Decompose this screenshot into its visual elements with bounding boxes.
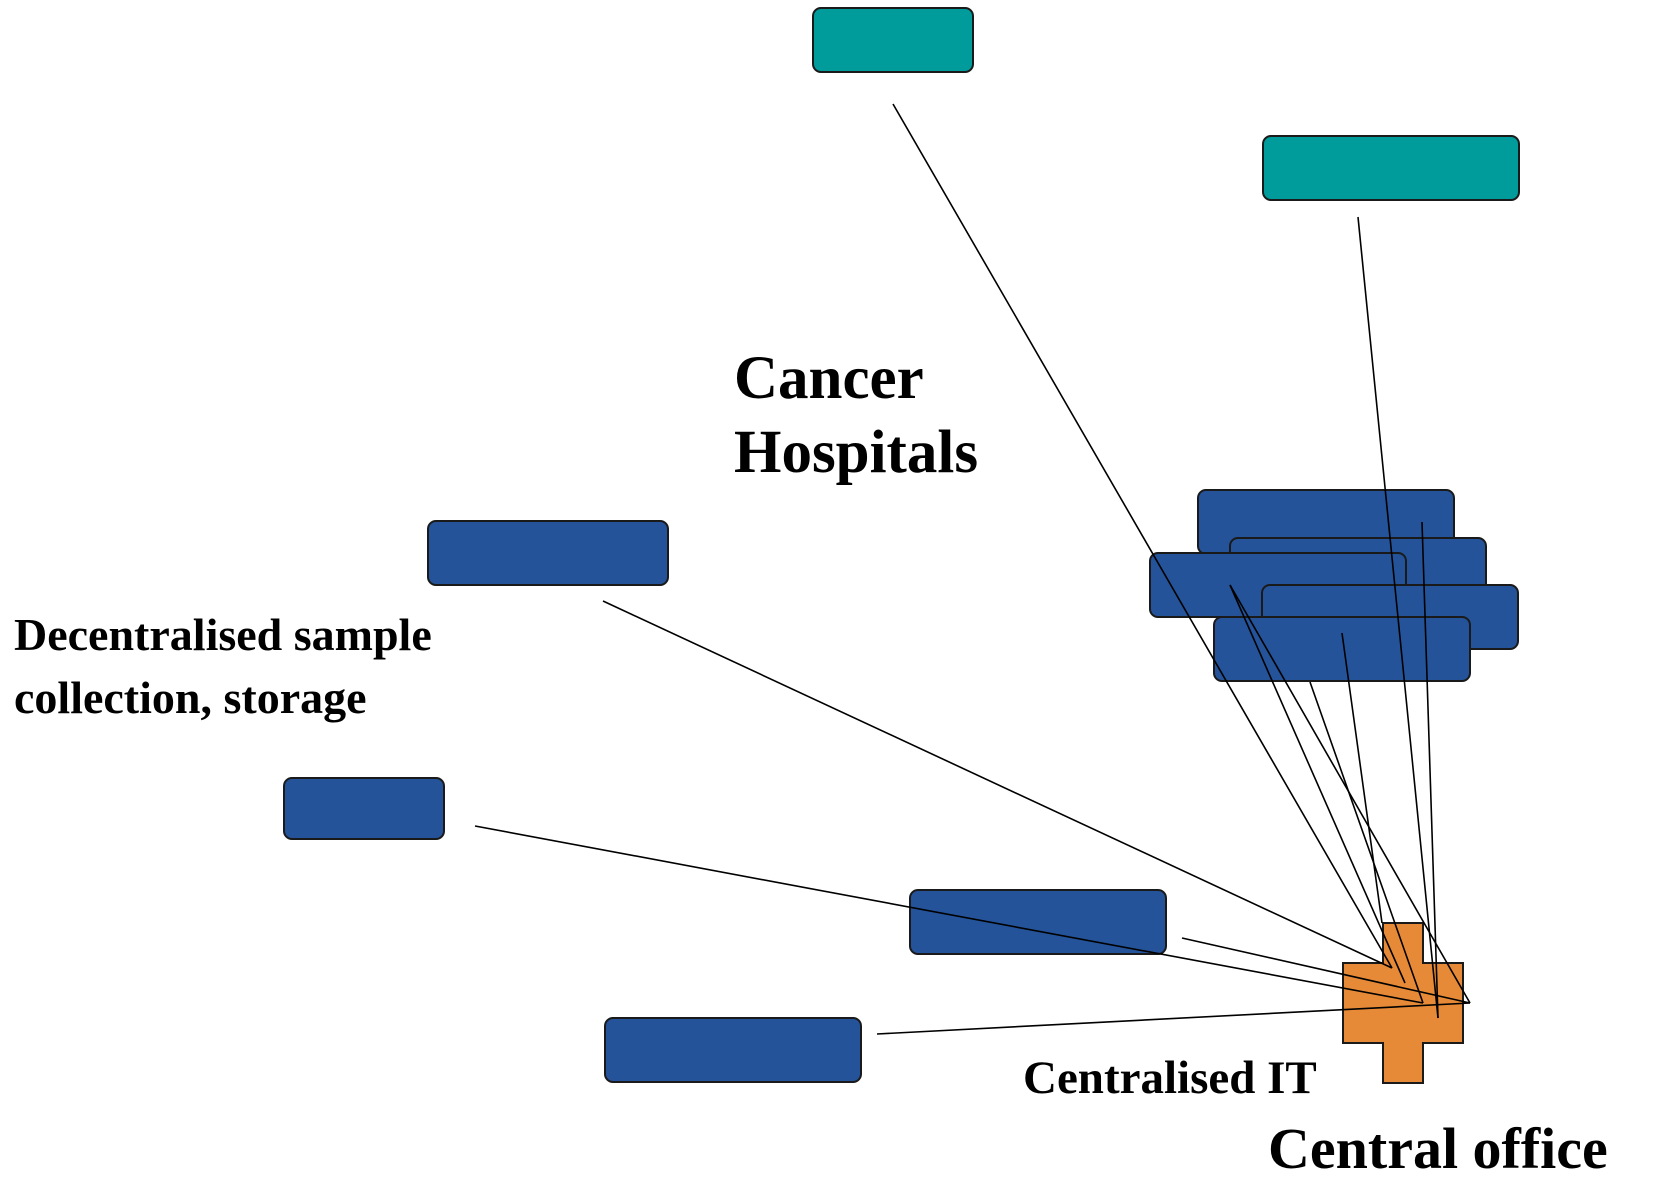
decentralised-line-2: collection, storage bbox=[14, 672, 367, 723]
connector-hospital-2 bbox=[1229, 584, 1406, 984]
site-box-1 bbox=[427, 520, 669, 586]
cancer-hospitals-line-2: Hospitals bbox=[734, 419, 979, 486]
hospital-box-5 bbox=[1213, 616, 1471, 682]
connector-hospital-4 bbox=[1341, 632, 1383, 924]
connector-hospital-3 bbox=[1309, 681, 1424, 1004]
connector-hospital-5 bbox=[1229, 584, 1471, 1004]
teal-box-1 bbox=[812, 7, 974, 73]
connector-site-3 bbox=[1181, 937, 1471, 1004]
decentralised-line-1: Decentralised sample bbox=[14, 609, 432, 660]
connector-teal-2 bbox=[1357, 216, 1439, 1019]
cancer-hospitals-line-1: Cancer bbox=[734, 345, 924, 412]
site-box-2 bbox=[283, 777, 445, 840]
site-box-4 bbox=[604, 1017, 862, 1083]
connector-teal-1 bbox=[892, 103, 1393, 969]
connector-hospital-1 bbox=[1421, 521, 1439, 1019]
connector-site-2 bbox=[474, 825, 1424, 1004]
central-office-label: Central office bbox=[1268, 1116, 1608, 1181]
site-box-3 bbox=[909, 889, 1167, 955]
centralised-it-label: Centralised IT bbox=[1023, 1052, 1317, 1104]
teal-box-2 bbox=[1262, 135, 1520, 201]
cancer-hospitals-label: Cancer Hospitals bbox=[734, 342, 978, 490]
decentralised-label: Decentralised sample collection, storage bbox=[14, 603, 432, 729]
connector-site-4 bbox=[876, 1002, 1471, 1035]
connector-site-1 bbox=[602, 600, 1393, 969]
